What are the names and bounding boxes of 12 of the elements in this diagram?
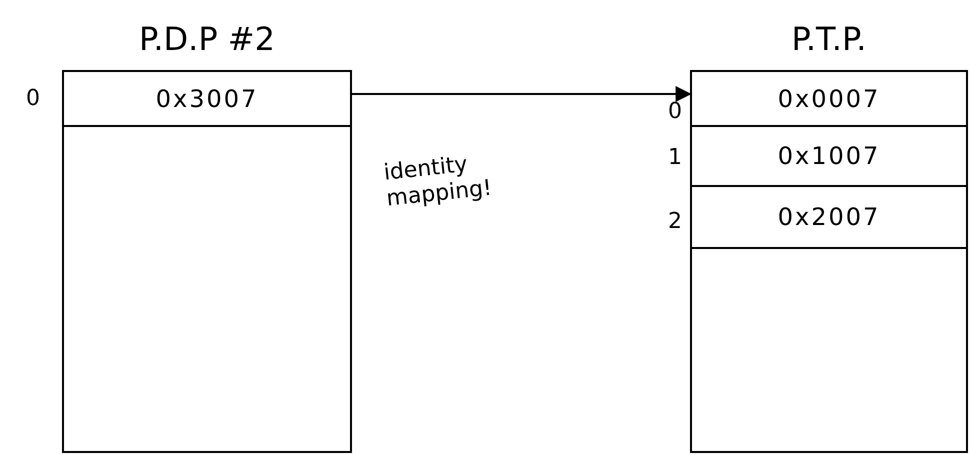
table-title: P.T.P. (792, 20, 866, 58)
index-number: 2 (668, 209, 684, 234)
index-number: 0 (668, 99, 684, 124)
annotation-text: identity mapping! (382, 151, 494, 213)
hex-value: 0x3007 (156, 84, 258, 112)
hex-value: 0x1007 (778, 142, 880, 170)
table-title: P.D.P #2 (139, 20, 275, 58)
index-number: 1 (668, 145, 684, 170)
index-number: 0 (26, 86, 42, 111)
hex-value: 0x2007 (778, 203, 880, 231)
arrow (352, 86, 692, 102)
hex-value: 0x0007 (778, 84, 880, 112)
